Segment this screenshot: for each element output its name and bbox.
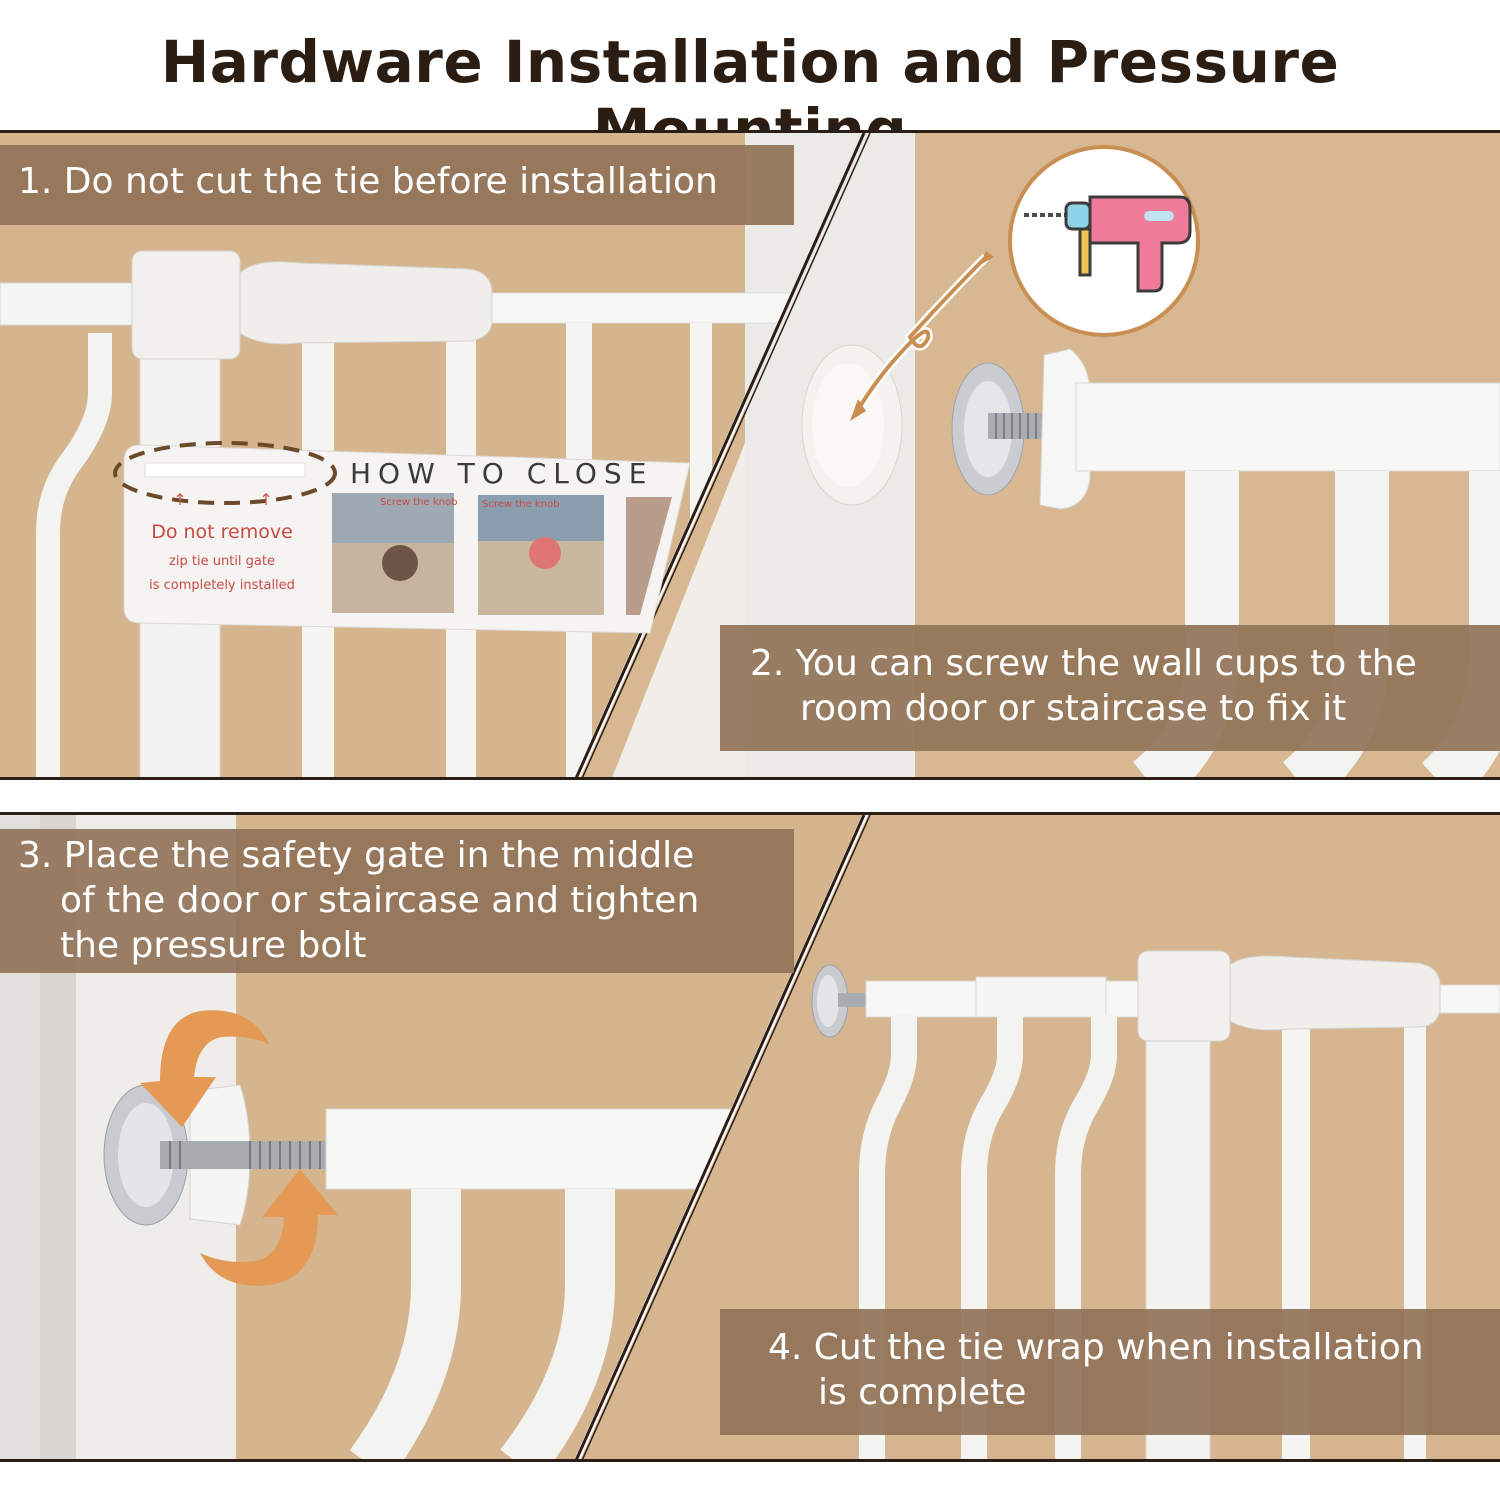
instruction-tag: ↑ ↑ HOW TO CLOSE Do not remove zip tie u… [113,441,691,634]
tag-photo-1-caption: Screw the knob [380,497,457,508]
tag-heading: HOW TO CLOSE [350,457,653,490]
step-3-caption: 3. Place the safety gate in the middle o… [0,829,794,973]
curved-arrow-icon [850,251,994,421]
step-4-caption: 4. Cut the tie wrap when installation is… [720,1309,1500,1435]
tag-warning-line1: zip tie until gate [169,554,275,569]
step-3-line-2: of the door or staircase and tighten [60,880,700,921]
step-1-caption: 1. Do not cut the tie before installatio… [0,145,794,225]
step-3-line-1: 3. Place the safety gate in the middle [18,835,695,876]
tag-photo-2-caption: Screw the knob [482,499,559,510]
svg-text:↑: ↑ [259,490,272,509]
tag-warning-title: Do not remove [151,521,293,543]
step-2-line-1: 2. You can screw the wall cups to the [750,643,1417,684]
top-section: ↑ ↑ HOW TO CLOSE Do not remove zip tie u… [0,130,1500,780]
step-3-line-3: the pressure bolt [60,925,367,966]
rotate-arrows-icon [140,1010,338,1286]
step-1-line-1: 1. Do not cut the tie before installatio… [18,161,718,202]
step-4-line-1: 4. Cut the tie wrap when installation [768,1327,1424,1368]
bottom-section: 3. Place the safety gate in the middle o… [0,812,1500,1462]
tag-warning-line2: is completely installed [149,578,295,593]
step-4-line-2: is complete [818,1372,1027,1413]
bottom-scene [0,815,1500,1459]
svg-text:↑: ↑ [173,490,186,509]
step-2-line-2: room door or staircase to fix it [800,688,1347,729]
power-drill-icon [1008,145,1200,337]
step-2-caption: 2. You can screw the wall cups to the ro… [720,625,1500,751]
